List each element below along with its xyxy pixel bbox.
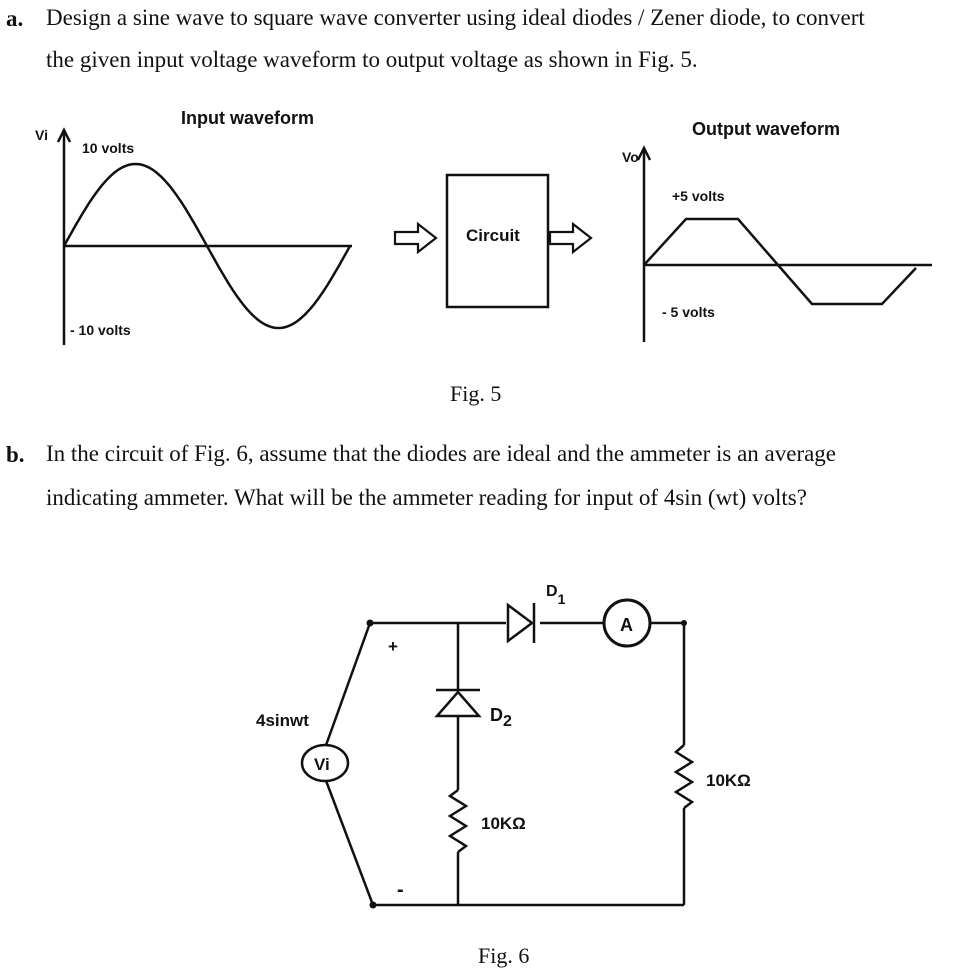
d2-label: D2 [490,705,512,730]
output-arrow-icon [548,221,593,255]
voltage-source-label: Vi [314,755,330,774]
right-resistor [673,744,695,809]
terminal-bottom-left [369,901,377,909]
source-value-label: 4sinwt [256,711,309,730]
d1-label: D1 [546,583,566,607]
input-axis-arrow [56,127,72,143]
ammeter-label: A [620,615,633,635]
terminal-top-right [681,620,687,626]
diode-d1-triangle [506,602,535,644]
question-b-label: b. [6,442,25,467]
question-b-line1: In the circuit of Fig. 6, assume that th… [46,441,837,466]
output-waveform-title: Output waveform [692,119,840,139]
question-a-line2: the given input voltage waveform to outp… [46,47,698,72]
output-pos-label: +5 volts [672,188,725,204]
input-neg-label: - 10 volts [70,322,131,338]
plus-sign: + [388,637,398,656]
circuit-box [445,173,550,309]
question-a-label: a. [6,6,24,31]
input-arrow-icon [393,221,438,255]
input-pos-label: 10 volts [82,140,134,156]
terminal-top-left [366,619,374,627]
source-lead-bottom [323,777,375,906]
d1-letter: D [546,583,558,600]
diode-d2 [434,688,482,718]
output-square-wave [643,217,917,306]
input-axis-label: Vi [35,127,48,143]
source-lead-top [323,622,372,749]
right-resistor-label: 10KΩ [706,771,751,790]
d2-subscript: 2 [503,713,512,730]
fig5-caption: Fig. 5 [450,381,501,406]
middle-resistor [447,789,469,853]
figure-6 [323,621,695,907]
input-waveform-title: Input waveform [181,108,314,128]
minus-sign: - [397,879,404,901]
fig6-caption: Fig. 6 [478,943,529,968]
ammeter-icon [602,598,652,648]
voltage-source-icon [300,743,350,783]
d1-subscript: 1 [558,591,566,607]
output-axis-label: Vo [622,149,639,165]
circuit-box-label: Circuit [466,226,520,245]
d2-letter: D [490,705,503,725]
diode-d1 [506,602,536,644]
diode-d2-triangle [434,690,482,718]
output-axis-arrow [636,145,652,161]
question-b-line2: indicating ammeter. What will be the amm… [46,485,807,510]
middle-resistor-label: 10KΩ [481,814,526,833]
input-sine-wave [62,162,352,330]
output-neg-label: - 5 volts [662,304,715,320]
question-a-line1: Design a sine wave to square wave conver… [46,5,865,30]
